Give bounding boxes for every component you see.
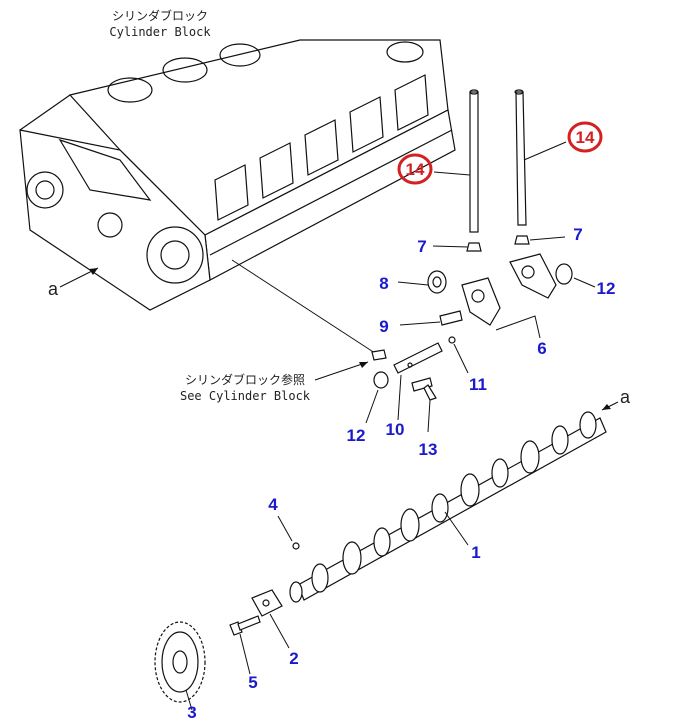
arrowhead-icon [359, 362, 368, 368]
callout-p3: 3 [187, 703, 196, 718]
adjust-screw-cap-right [514, 235, 530, 245]
callout-p2: 2 [289, 649, 298, 668]
push-rod-left [469, 89, 479, 233]
see-block-caption-jp: シリンダブロック参照 [185, 372, 305, 387]
callout-p12b: 12 [347, 426, 366, 445]
leader-14a [433, 171, 471, 176]
callout-p14a: 14 [406, 160, 425, 179]
washer [427, 270, 447, 294]
callout-p9: 9 [379, 317, 388, 336]
rocker-arm-left [461, 277, 501, 326]
adjust-screw-cap-left [466, 242, 482, 252]
leader-3 [185, 689, 193, 711]
see-block-caption-en: See Cylinder Block [180, 389, 311, 403]
leader-7a [432, 245, 469, 248]
leader-12b [365, 389, 379, 424]
callout-highlight-ring [567, 121, 603, 153]
reference-mark-a-right: a [620, 387, 631, 407]
leader-13 [427, 399, 431, 433]
callout-p6: 6 [537, 339, 546, 358]
leader-8 [397, 281, 429, 286]
leader-7b [529, 236, 566, 241]
bolt [411, 377, 437, 401]
dowel [371, 349, 387, 361]
leader-9 [399, 321, 441, 326]
leader-1 [444, 511, 469, 546]
reference-mark-a-left: a [48, 279, 59, 299]
leader-5 [239, 633, 251, 675]
callout-p1: 1 [471, 543, 480, 562]
leader-12a [573, 277, 596, 288]
callout-p7a: 7 [417, 237, 426, 256]
leader-4 [277, 515, 293, 542]
push-rod-right [514, 89, 527, 226]
bushing [439, 310, 463, 326]
rocker-arm-right [509, 253, 557, 299]
leader-11 [453, 343, 469, 374]
pin [448, 336, 456, 344]
snap-ring-right [555, 263, 573, 285]
callout-p7b: 7 [573, 225, 582, 244]
callout-p13: 13 [419, 440, 438, 459]
callout-p4: 4 [268, 495, 278, 514]
thrust-plate-bolt [229, 615, 261, 636]
rocker-shaft [393, 342, 443, 374]
callout-highlight-ring [397, 153, 433, 185]
leader-2 [269, 613, 290, 649]
see-block-leader [231, 259, 379, 356]
leader-6 [495, 315, 541, 339]
snap-ring-left [373, 371, 389, 389]
arrowhead-icon [602, 404, 611, 410]
cam-gear [154, 621, 206, 703]
leader-10 [397, 374, 402, 421]
thrust-plate [251, 589, 283, 617]
cylinder-block [19, 39, 456, 311]
see-block-caption-leader [314, 361, 369, 381]
camshaft [289, 411, 607, 603]
callout-p5: 5 [248, 673, 257, 692]
arrowhead-icon [89, 268, 98, 275]
cylinder-block-caption-en: Cylinder Block [109, 25, 211, 39]
callout-p8: 8 [379, 274, 388, 293]
leader-14b [523, 141, 567, 161]
callout-p12a: 12 [597, 279, 616, 298]
callout-p10: 10 [386, 420, 405, 439]
cylinder-block-caption-jp: シリンダブロック [112, 8, 208, 23]
callout-p11: 11 [469, 375, 487, 394]
callout-p14b: 14 [576, 128, 595, 147]
camshaft-pin [292, 542, 300, 550]
